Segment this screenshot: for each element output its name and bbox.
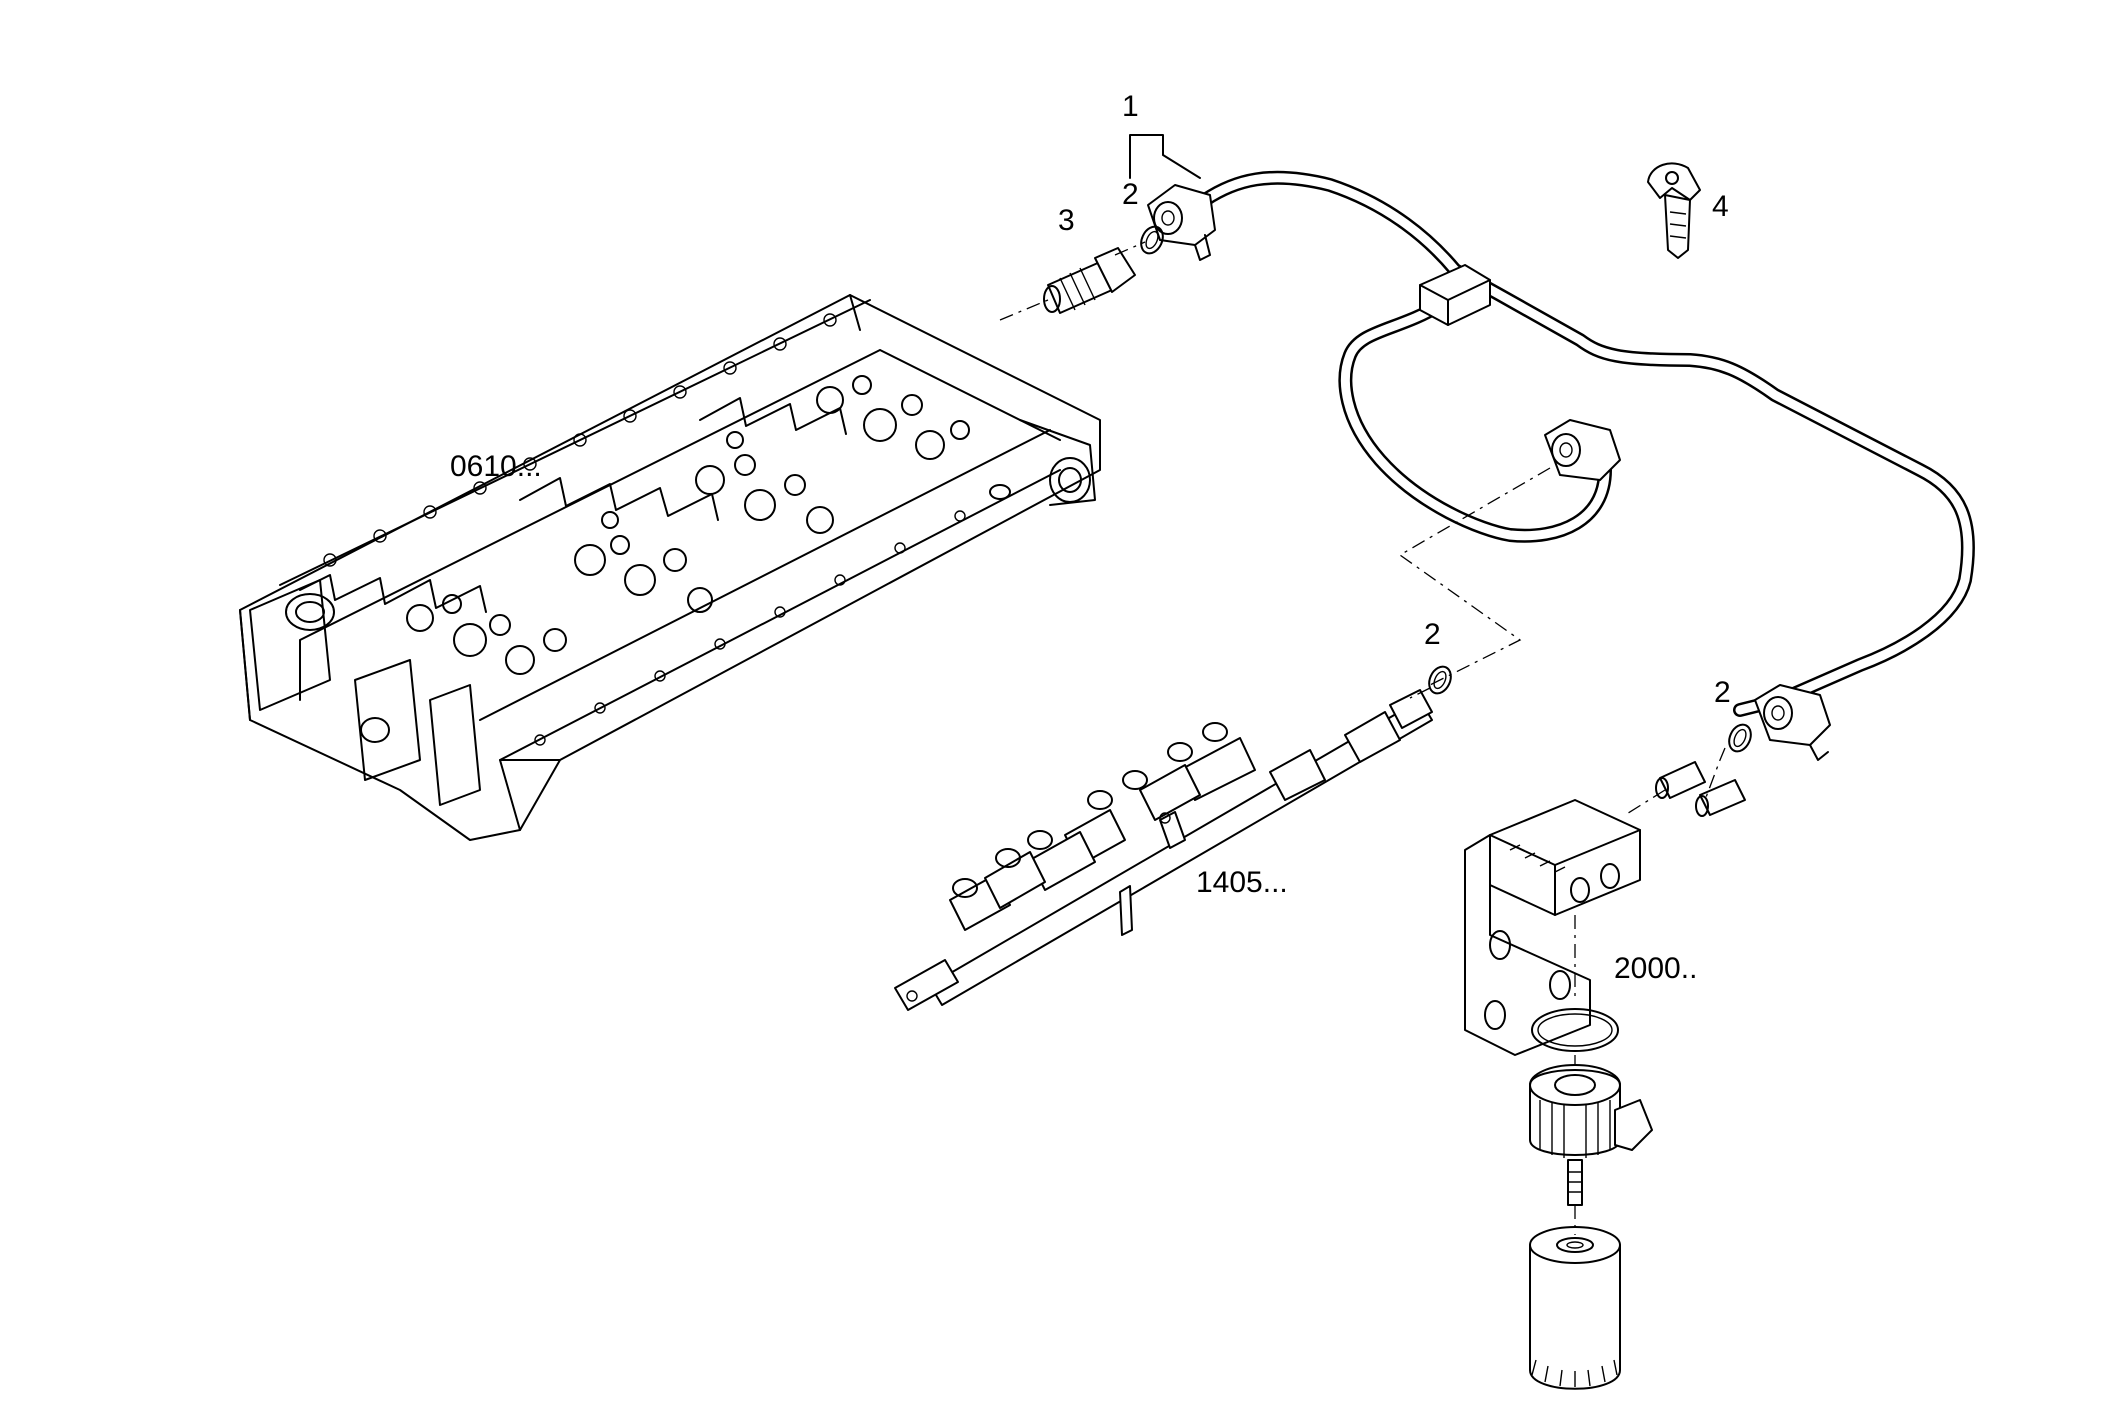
- callout-item-1: 1: [1122, 90, 1139, 123]
- pipe-clip-icon: [1647, 162, 1701, 259]
- callout-item-2-rail: 2: [1424, 618, 1441, 651]
- callout-item-2-top: 2: [1122, 178, 1139, 211]
- callout-item-2-filter: 2: [1714, 676, 1731, 709]
- o-ring-icon: [1140, 225, 1752, 753]
- callout-item-4: 4: [1712, 190, 1729, 223]
- callout-fuel-rail-ref: 1405...: [1196, 866, 1288, 899]
- union-fitting-icon: [1043, 247, 1136, 314]
- item-1-leader: [1129, 134, 1201, 179]
- callout-cylinder-head-ref: 0610...: [450, 450, 542, 483]
- injector-pipe-stub-icon: [949, 737, 1256, 931]
- fuel-rail-drawing: [894, 689, 1433, 1011]
- callout-fuel-filter-ref: 2000..: [1614, 952, 1698, 985]
- callout-item-3: 3: [1058, 204, 1075, 237]
- assembly-dash-lines: [999, 241, 1726, 1235]
- fuel-filter-drawing: [1464, 761, 1746, 1390]
- fuel-pipe-assembly-drawing: [1147, 170, 1975, 761]
- cylinder-head-drawing: [239, 294, 1101, 841]
